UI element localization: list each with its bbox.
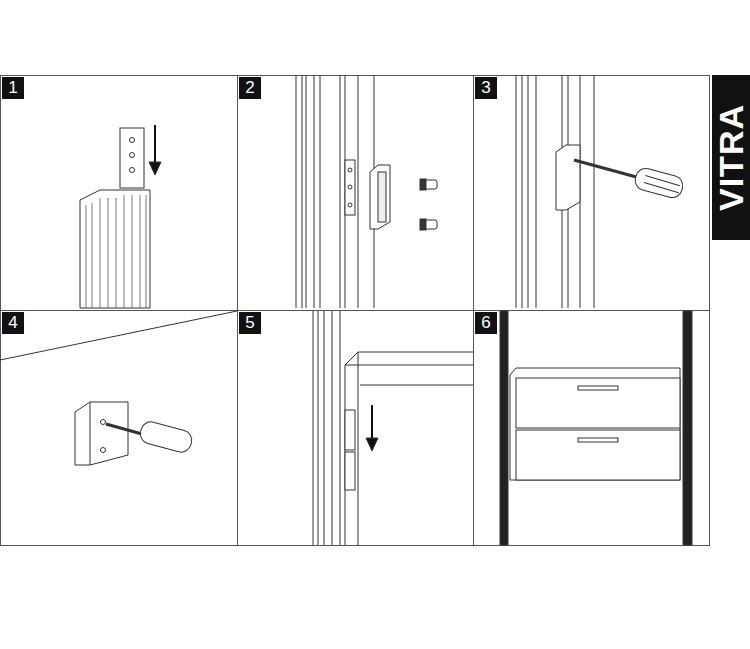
cabinet-step5 [313,311,473,545]
screwdriver-handle [633,166,685,200]
panel-grid [0,75,710,546]
screw [425,220,437,229]
arrow-head [366,438,378,451]
bracket-edge [90,402,91,465]
ceiling-line [0,311,237,360]
step-number: 5 [239,312,261,334]
profile [500,311,508,545]
hinge-plate [345,410,355,450]
profile [683,311,692,545]
drawer-handle [578,386,618,390]
plate-hole [130,168,135,173]
plate-hole [348,203,352,207]
panel-divider [0,310,710,311]
drawer [516,378,680,428]
brand-name: VITRA [712,104,750,211]
screw-hole [101,420,106,425]
arrow-down [371,405,373,443]
arrow-head [149,162,161,175]
screwdriver-handle [138,420,194,455]
profile-lines [296,75,374,308]
panel-frame [1,76,710,546]
step-number: 2 [239,77,261,99]
drawer-handle [578,438,618,442]
bracket [370,165,390,229]
profile-step1 [80,125,161,308]
hinge-plate [345,160,355,215]
aluminium-profile [80,190,150,308]
bracket-slot [378,172,386,222]
drawer-unit [510,368,680,480]
bracket [75,402,128,465]
plate-hole [348,168,352,172]
handle-ribs [644,175,681,192]
profile-lines [516,75,594,308]
cabinet-frame [345,352,473,545]
screw-hole [101,448,106,453]
plate-hole [130,138,135,143]
profile-step3 [516,75,685,308]
ceiling-step4 [0,311,237,465]
screw-head [420,179,426,190]
brand-tab [712,75,750,240]
connector-plate [120,128,144,188]
profile-step2 [296,75,437,308]
step-number: 6 [475,312,497,334]
drawers-step6 [500,311,692,545]
screwdriver-shaft [106,424,142,434]
hinge-plate [345,452,355,490]
step-number: 3 [475,77,497,99]
step-number: 4 [2,312,24,334]
plate-hole [130,153,135,158]
step-number: 1 [2,77,24,99]
profile-grooves [86,195,146,308]
profile-lines [313,311,340,545]
bracket [556,145,580,210]
screwdriver-shaft [574,160,640,178]
plate-hole [348,185,352,189]
screw [425,180,437,189]
screw-head [420,219,426,230]
drawer [516,430,680,480]
